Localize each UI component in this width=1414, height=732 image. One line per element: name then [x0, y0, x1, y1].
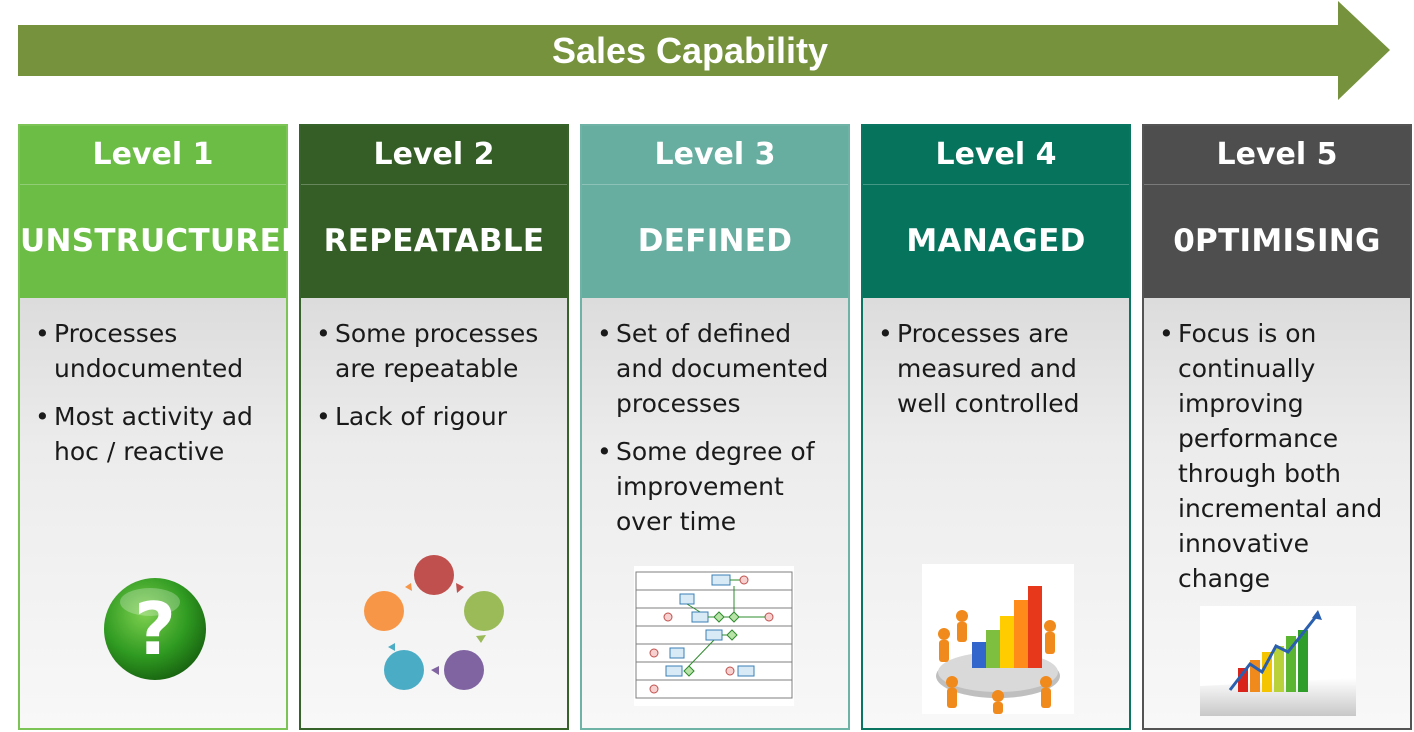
level-3-column: Level 3 DEFINED •Set of defined and docu…	[580, 124, 850, 730]
list-item: •Processes undocumented	[35, 319, 244, 383]
meeting-chart-icon	[922, 564, 1074, 714]
level-5-header: Level 5 0PTIMISING	[1144, 126, 1410, 298]
level-4-column: Level 4 MANAGED •Processes are measured …	[861, 124, 1131, 730]
banner-title: Sales Capability	[551, 30, 829, 71]
level-label: Level 5	[1144, 126, 1410, 185]
level-2-body: •Some processes are repeatable •Lack of …	[301, 298, 567, 728]
process-flowchart-icon	[634, 566, 794, 706]
list-item: •Processes are measured and well control…	[878, 319, 1080, 418]
stage-title: DEFINED	[637, 223, 793, 259]
level-label: Level 3	[582, 126, 848, 185]
stage-title: REPEATABLE	[323, 223, 545, 259]
bullet-list: •Processes are measured and well control…	[863, 298, 1129, 421]
stage-title: UNSTRUCTURED	[20, 223, 308, 259]
level-2-column: Level 2 REPEATABLE •Some processes are r…	[299, 124, 569, 730]
growth-chart-icon	[1200, 606, 1356, 716]
svg-text:?: ?	[134, 587, 176, 671]
question-mark-icon: ?	[104, 578, 206, 680]
level-1-header: Level 1 UNSTRUCTURED	[20, 126, 308, 298]
level-1-body: •Processes undocumented •Most activity a…	[20, 298, 286, 728]
level-4-header: Level 4 MANAGED	[863, 126, 1129, 298]
level-3-header: Level 3 DEFINED	[582, 126, 848, 298]
level-1-column: Level 1 UNSTRUCTURED •Processes undocume…	[18, 124, 308, 730]
arrow-shape	[18, 1, 1390, 100]
level-5-body: •Focus is on continually improving perfo…	[1144, 298, 1410, 728]
level-4-body: •Processes are measured and well control…	[863, 298, 1129, 728]
level-label: Level 4	[863, 126, 1129, 185]
bullet-list: •Focus is on continually improving perfo…	[1144, 298, 1410, 596]
level-2-header: Level 2 REPEATABLE	[301, 126, 567, 298]
list-item: •Focus is on continually improving perfo…	[1159, 319, 1383, 593]
bullet-list: •Set of defined and documented processes…	[582, 298, 848, 539]
level-5-column: Level 5 0PTIMISING •Focus is on continua…	[1142, 124, 1412, 730]
bullet-list: •Some processes are repeatable •Lack of …	[301, 298, 567, 434]
list-item: •Some degree of improvement over time	[597, 437, 815, 536]
capability-arrow: Sales Capability	[0, 0, 1414, 110]
list-item: •Set of defined and documented processes	[597, 319, 829, 418]
level-label: Level 2	[301, 126, 567, 185]
level-3-body: •Set of defined and documented processes…	[582, 298, 848, 728]
bullet-list: •Processes undocumented •Most activity a…	[20, 298, 286, 469]
list-item: •Some processes are repeatable	[316, 319, 539, 383]
level-label: Level 1	[20, 126, 286, 185]
stage-title: 0PTIMISING	[1173, 223, 1381, 259]
stage-title: MANAGED	[906, 223, 1086, 259]
list-item: •Most activity ad hoc / reactive	[35, 402, 253, 466]
cycle-diagram-icon	[364, 555, 504, 690]
maturity-levels: Level 1 UNSTRUCTURED •Processes undocume…	[18, 124, 1414, 732]
list-item: •Lack of rigour	[316, 402, 507, 431]
